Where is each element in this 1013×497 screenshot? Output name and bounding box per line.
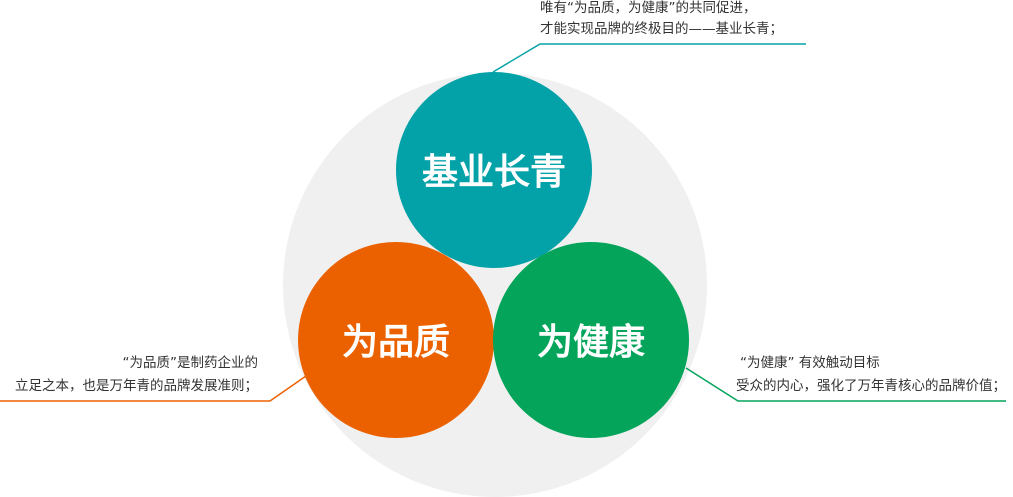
circle-left-label: 为品质 bbox=[342, 322, 450, 363]
caption-left-line2: 立足之本，也是万年青的品牌发展准则； bbox=[15, 377, 258, 394]
circle-left bbox=[298, 242, 494, 438]
caption-right-line2: 受众的内心，强化了万年青核心的品牌价值； bbox=[736, 377, 1006, 394]
caption-left-line1: “为品质”是制药企业的 bbox=[123, 354, 259, 371]
circle-right-label: 为健康 bbox=[537, 321, 645, 363]
leader-line-left bbox=[0, 375, 307, 402]
circle-right bbox=[493, 242, 689, 438]
caption-right: “为健康” 有效触动目标 受众的内心，强化了万年青核心的品牌价值； bbox=[736, 354, 1006, 394]
caption-left: “为品质”是制药企业的 立足之本，也是万年青的品牌发展准则； bbox=[15, 354, 258, 394]
leader-line-top bbox=[492, 43, 806, 73]
caption-top: 唯有“为品质，为健康”的共同促进， 才能实现品牌的终极目的——基业长青； bbox=[540, 0, 783, 37]
circle-top-group: 基业长青 bbox=[396, 72, 592, 268]
caption-right-line1: “为健康” 有效触动目标 bbox=[740, 354, 880, 371]
circle-top-label: 基业长青 bbox=[422, 152, 566, 193]
caption-top-line1: 唯有“为品质，为健康”的共同促进， bbox=[540, 0, 757, 16]
caption-top-line2: 才能实现品牌的终极目的——基业长青； bbox=[540, 20, 783, 37]
circle-left-group: 为品质 bbox=[298, 242, 494, 438]
circle-right-group: 为健康 bbox=[493, 242, 689, 438]
circle-top bbox=[396, 72, 592, 268]
leader-line-right bbox=[685, 367, 1006, 402]
